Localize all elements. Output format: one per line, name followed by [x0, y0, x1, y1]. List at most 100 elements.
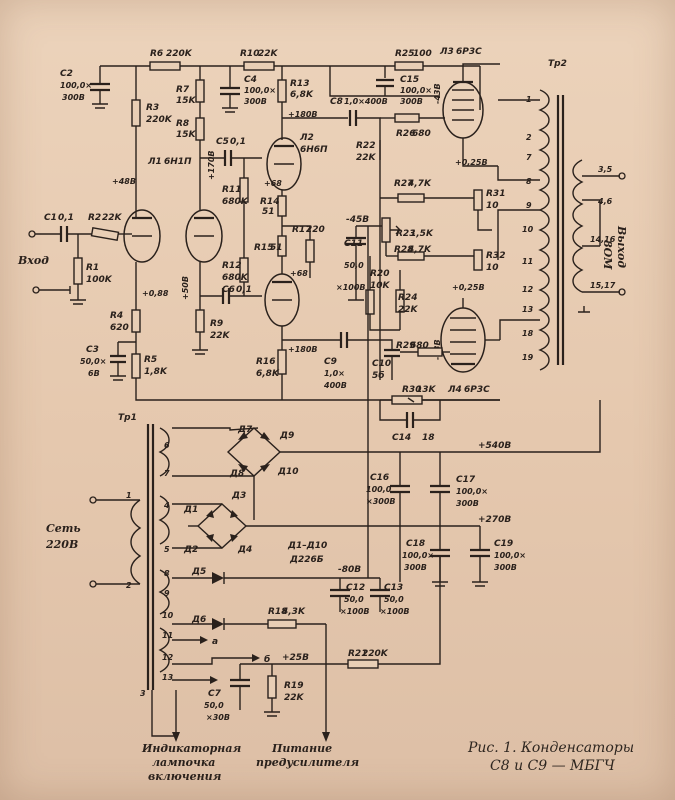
c15-value: 100,0×: [400, 86, 432, 95]
c1-label: C1: [44, 213, 57, 223]
out-b-label: б: [264, 654, 270, 665]
tr2-pin-19: 19: [522, 353, 534, 362]
v68b-label: +68: [290, 269, 308, 278]
r3-value: 220K: [146, 115, 173, 125]
output-label: Выход: [615, 225, 628, 268]
c13-voltage: ×100В: [380, 607, 410, 616]
transformer-tr2: Тр2 1 2 7 8 9 10 11 12 13 18 19 3,5 4,6 …: [497, 59, 628, 371]
r16-value: 6,8K: [256, 369, 280, 379]
v25-label: +25В: [282, 653, 309, 663]
resistor-r10: R10 22K: [240, 49, 279, 71]
r21-value: 220K: [362, 649, 389, 659]
v025a-label: +0,25В: [455, 158, 488, 167]
tr2-pin-11: 11: [522, 257, 533, 266]
tr1-pin-6: 6: [164, 441, 170, 450]
c19-value: 100,0×: [494, 551, 526, 560]
capacitor-c5: C5 0,1: [200, 137, 262, 166]
c7-label: C7: [208, 689, 222, 699]
tr1-pin-4: 4: [163, 501, 170, 510]
r27-value: 4,7K: [407, 179, 432, 189]
r24-label: R24: [398, 293, 417, 303]
r1-label: R1: [86, 263, 99, 273]
bottom-labels: Индикаторная лампочка включения Питание …: [141, 742, 359, 783]
l1-type: 6Н1П: [164, 157, 192, 167]
r16-label: R16: [256, 357, 275, 367]
mains-label: Сеть: [46, 522, 81, 535]
r18-value: 4,3K: [281, 607, 306, 617]
cathode-section: R4 620 R5 1,8K C3 50,0× 6В: [80, 296, 500, 401]
capacitor-c2: C2 100,0× 300В: [60, 66, 110, 109]
capacitor-c9: C9 1,0× 400В: [282, 332, 372, 390]
c4-voltage: 300В: [244, 97, 267, 106]
l3-label: Л3: [439, 47, 454, 57]
r22-value: 22K: [356, 153, 377, 163]
v540-label: +540В: [478, 441, 511, 451]
r2-value: 22K: [102, 213, 123, 223]
r6-value: 220K: [166, 49, 193, 59]
feedback-network: R30 13K C14 18: [379, 385, 500, 443]
resistor-r11-r12: R11 680K R12 680K: [222, 158, 249, 296]
v80-label: -80В: [338, 565, 361, 575]
c16-value: 100,0: [366, 485, 392, 494]
r20-label: R20: [370, 269, 389, 279]
tr1-pin-2: 2: [126, 581, 132, 590]
c16-label: C16: [370, 473, 389, 483]
r30-value: 13K: [416, 385, 437, 395]
tube-l1: Л1 6Н1П +48В +0,88: [112, 157, 192, 298]
caption-line-2: С8 и С9 — МБГЧ: [490, 758, 616, 774]
output-ohm: 8ОМ: [601, 240, 614, 270]
v088-label: +0,88: [142, 289, 169, 298]
c14-label: C14: [392, 433, 411, 443]
resistor-r25: R25 100: [394, 49, 432, 71]
resistor-r3: R3 220K: [131, 66, 173, 180]
out-tap-2: 4,6: [597, 197, 613, 206]
c19-label: C19: [494, 539, 513, 549]
r24-value: 22K: [398, 305, 419, 315]
r21-label: R21: [348, 649, 367, 659]
tr1-pin-3: 3: [140, 689, 146, 698]
r32-label: R32: [486, 251, 505, 261]
v68a-label: +68: [264, 179, 282, 188]
r27-label: R27: [394, 179, 414, 189]
c17-value: 100,0×: [456, 487, 488, 496]
tr1-pin-1: 1: [126, 491, 132, 500]
c18-value: 100,0×: [402, 551, 434, 560]
r10-value: 22K: [258, 49, 279, 59]
diode-type: Д226Б: [289, 555, 324, 565]
c12-voltage: ×100В: [340, 607, 370, 616]
r13-label: R13: [290, 79, 309, 89]
diode-note: Д1–Д10: [287, 541, 327, 551]
d8-label: Д8: [229, 469, 244, 479]
r25-label: R25: [395, 49, 414, 59]
r4-value: 620: [110, 323, 129, 333]
c16-voltage: ×300В: [366, 497, 396, 506]
c2-label: C2: [60, 69, 73, 79]
tr1-pin-8: 8: [164, 569, 170, 578]
c12-label: C12: [346, 583, 365, 593]
l3-type: 6Р3С: [456, 47, 482, 57]
tr2-pin-13: 13: [522, 305, 534, 314]
v50-label: +50В: [181, 276, 190, 300]
c10-label: C10: [372, 359, 391, 369]
c2-value: 100,0×: [60, 81, 92, 90]
r12-label: R12: [222, 261, 241, 271]
r8-label: R8: [176, 119, 189, 129]
bias-network: R22 22K R27 4,7K -45В R23 1,5K R28 4,7K …: [336, 140, 505, 331]
r32-value: 10: [486, 263, 499, 273]
tr1-pin-10: 10: [162, 611, 174, 620]
c4-value: 100,0×: [244, 86, 276, 95]
r13-value: 6,8K: [290, 90, 314, 100]
figure-caption: Рис. 1. Конденсаторы С8 и С9 — МБГЧ: [467, 740, 634, 774]
r7-value: 15K: [176, 96, 197, 106]
resistor-r6: R6 220K: [149, 49, 193, 71]
tr2-pin-8: 8: [526, 177, 532, 186]
r31-label: R31: [486, 189, 505, 199]
r11-value: 680K: [222, 197, 249, 207]
c3-label: C3: [86, 345, 99, 355]
r5-label: R5: [144, 355, 157, 365]
capacitor-c6-r9: C6 0,1 R9 22K: [192, 285, 262, 355]
c15-voltage: 300В: [400, 97, 423, 106]
negative-supply: Д5 -80В Д6 R18 4,3K C12 50,0 ×100В C13 5…: [172, 226, 410, 630]
indicator-label-2: лампочка: [152, 756, 215, 769]
l1-label: Л1: [147, 157, 162, 167]
